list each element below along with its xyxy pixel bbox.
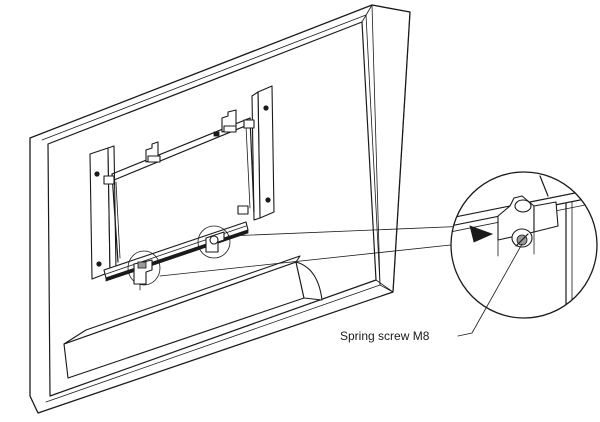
stand-end-curve <box>295 261 323 301</box>
stand-top-face <box>63 255 301 345</box>
callout-label: Spring screw M8 <box>340 329 430 343</box>
detail-circle-left <box>127 250 161 286</box>
frame-right-bar <box>249 117 255 213</box>
bottom-bracket-left <box>127 250 161 291</box>
bottom-bracket-right <box>197 225 231 259</box>
tv-base-stand <box>63 255 323 379</box>
leader-upper <box>227 225 471 237</box>
left-rail <box>89 147 111 280</box>
tv-panel <box>29 4 411 414</box>
insert-arrow <box>469 225 494 243</box>
magnified-detail <box>450 171 598 319</box>
zoom-screw-head <box>514 199 532 213</box>
detail-circle-right <box>197 225 231 259</box>
screw-locations <box>127 225 231 291</box>
leader-lower <box>159 243 461 277</box>
callout-leader <box>457 243 523 337</box>
tv-bevel <box>41 14 381 403</box>
frame-left-bar <box>111 173 119 263</box>
callout-spring-screw: Spring screw M8 <box>340 243 523 343</box>
